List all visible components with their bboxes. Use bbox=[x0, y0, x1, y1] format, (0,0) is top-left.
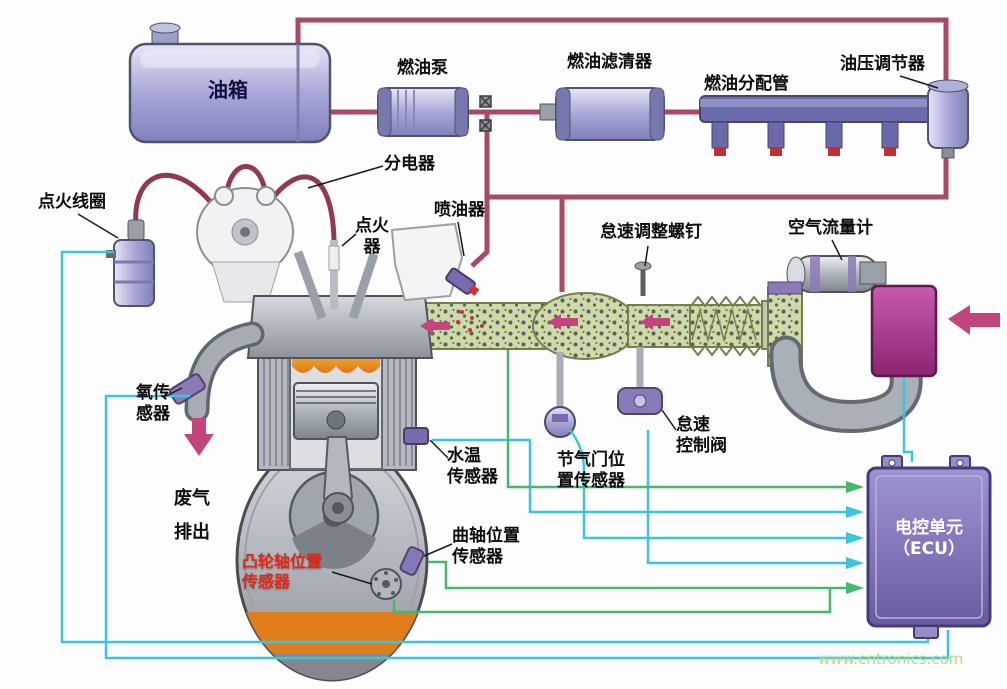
water-temp-sensor-body bbox=[403, 427, 429, 445]
fuel-rail bbox=[699, 95, 933, 156]
crank-position-sensor-body bbox=[399, 546, 425, 576]
afm-sensor-body bbox=[870, 284, 938, 378]
watermark: www.cntronics.com bbox=[818, 650, 964, 668]
intake-manifold-tract bbox=[397, 287, 803, 367]
fresh-air-arrow bbox=[948, 305, 1000, 335]
injector-assembly bbox=[390, 222, 484, 332]
air-flow-meter bbox=[767, 255, 938, 433]
valve-rod-right bbox=[348, 252, 379, 320]
fuel-pump bbox=[377, 87, 492, 137]
signal-wires-green bbox=[392, 350, 846, 614]
ignition-coil bbox=[106, 219, 155, 307]
fuel-supply-lines bbox=[330, 107, 949, 292]
cylinder-head bbox=[196, 186, 434, 359]
oil-band bbox=[237, 612, 427, 654]
engine-sensors bbox=[370, 427, 429, 600]
intake-stems bbox=[556, 347, 644, 410]
fuel-tank bbox=[128, 22, 332, 144]
ecu-input-arrows bbox=[846, 481, 864, 594]
label-pointers bbox=[77, 75, 939, 585]
head-cover bbox=[246, 295, 434, 359]
ecu-body bbox=[866, 466, 992, 628]
fuel-pressure-regulator bbox=[927, 79, 969, 159]
throttle-idle-devices bbox=[544, 387, 663, 438]
exhaust-out-arrow bbox=[184, 418, 214, 456]
ecu-unit bbox=[866, 455, 992, 639]
pump-fittings bbox=[479, 95, 492, 132]
ignition-ht-wires bbox=[133, 164, 337, 241]
air-flow-arrows bbox=[184, 305, 1000, 456]
intake-snout bbox=[773, 339, 919, 429]
rail-injectors bbox=[711, 121, 899, 156]
piston-pin bbox=[326, 410, 346, 430]
idle-adjust-screw bbox=[634, 261, 652, 296]
valve-rod-left bbox=[293, 250, 327, 320]
injector-shroud bbox=[390, 222, 464, 302]
cylinder-block bbox=[257, 341, 417, 524]
exhaust-pipe bbox=[169, 321, 265, 423]
fuel-filter bbox=[539, 87, 665, 141]
fuel-spray-dots bbox=[456, 310, 484, 332]
fuel-return-line bbox=[295, 17, 949, 90]
intake-flow-arrow bbox=[420, 318, 450, 334]
